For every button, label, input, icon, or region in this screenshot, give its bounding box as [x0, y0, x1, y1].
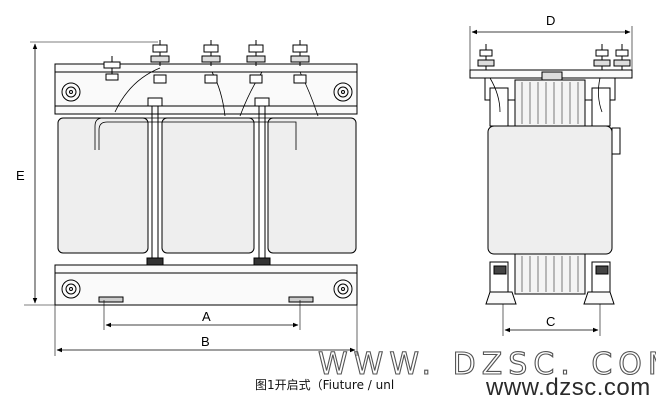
watermark-bottom: www.dzsc.com: [485, 374, 651, 401]
coil-middle: [161, 117, 255, 254]
side-view: [469, 44, 633, 305]
dim-label-D: D: [546, 13, 555, 28]
terminal-icon: [290, 40, 310, 84]
terminal-icon: [477, 44, 495, 70]
terminal-icon: [593, 44, 611, 70]
dim-label-C: C: [546, 314, 555, 329]
dim-label-B: B: [201, 334, 210, 349]
dim-label-A: A: [202, 309, 211, 324]
core-lamination: [514, 253, 586, 295]
front-view: [54, 40, 358, 306]
coil-left: [57, 117, 149, 254]
watermark-top: WWW. DZSC. COM: [318, 347, 656, 382]
terminal-icon: [201, 40, 221, 84]
terminal-icon: [613, 44, 631, 70]
bolt-hole-icon: [61, 82, 81, 102]
nut-icon: [493, 265, 507, 275]
terminal-icon: [150, 40, 170, 84]
ground-terminal-icon: [103, 56, 121, 81]
side-foot-right: [583, 291, 615, 305]
terminal-icon: [246, 40, 266, 84]
dimension-lines: [24, 26, 633, 356]
bolt-hole-icon: [333, 279, 353, 299]
figure-caption: 图1开启式（Fiuture / unl: [255, 378, 395, 392]
core-lamination: [514, 79, 586, 127]
bolt-hole-icon: [61, 279, 81, 299]
side-foot-left: [485, 291, 517, 305]
side-coil: [487, 125, 613, 255]
coil-right: [267, 117, 357, 254]
bolt-hole-icon: [333, 82, 353, 102]
dim-label-E: E: [16, 168, 25, 183]
nut-icon: [595, 265, 609, 275]
